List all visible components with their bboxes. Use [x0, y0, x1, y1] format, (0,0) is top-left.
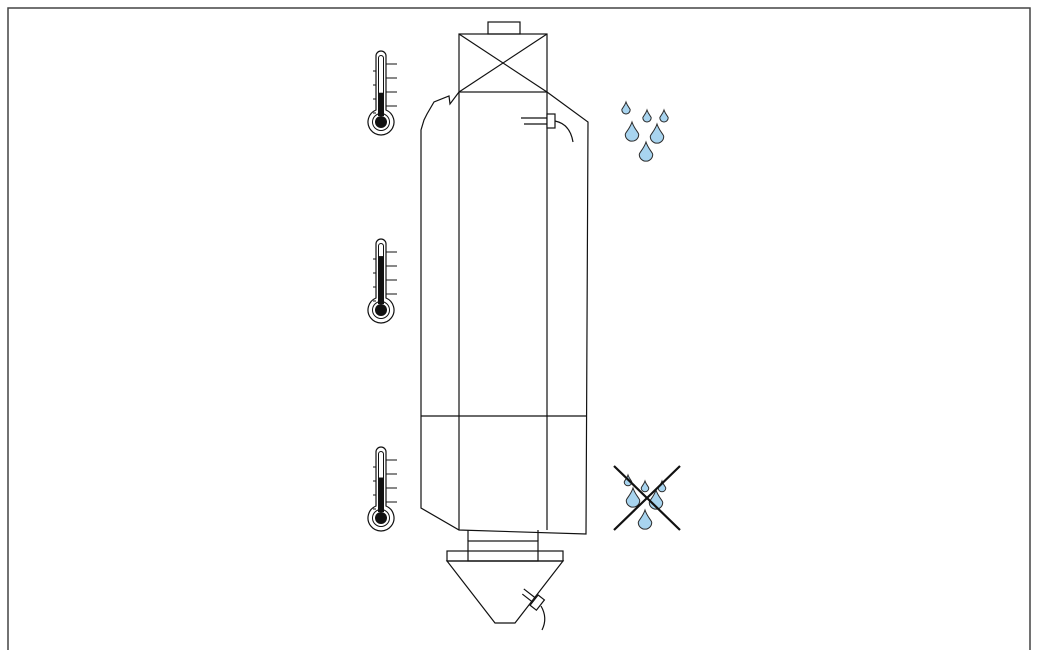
silo [420, 21, 589, 624]
frame-border [7, 7, 1031, 650]
silo-housing-outline [420, 91, 589, 535]
no-water-icon [613, 465, 681, 531]
silo-top-cap [487, 21, 521, 35]
water-drops-icon [621, 100, 669, 162]
silo-head-box [458, 33, 548, 93]
sensor-probe-icon [521, 588, 546, 631]
sensor-probe-icon [521, 113, 574, 143]
hopper-cone [445, 560, 565, 624]
thermometer-icon [367, 50, 397, 136]
thermometer-icon [367, 238, 397, 324]
thermometer-icon [367, 446, 397, 532]
head-cross-line [458, 33, 548, 93]
base-plate [446, 550, 564, 562]
